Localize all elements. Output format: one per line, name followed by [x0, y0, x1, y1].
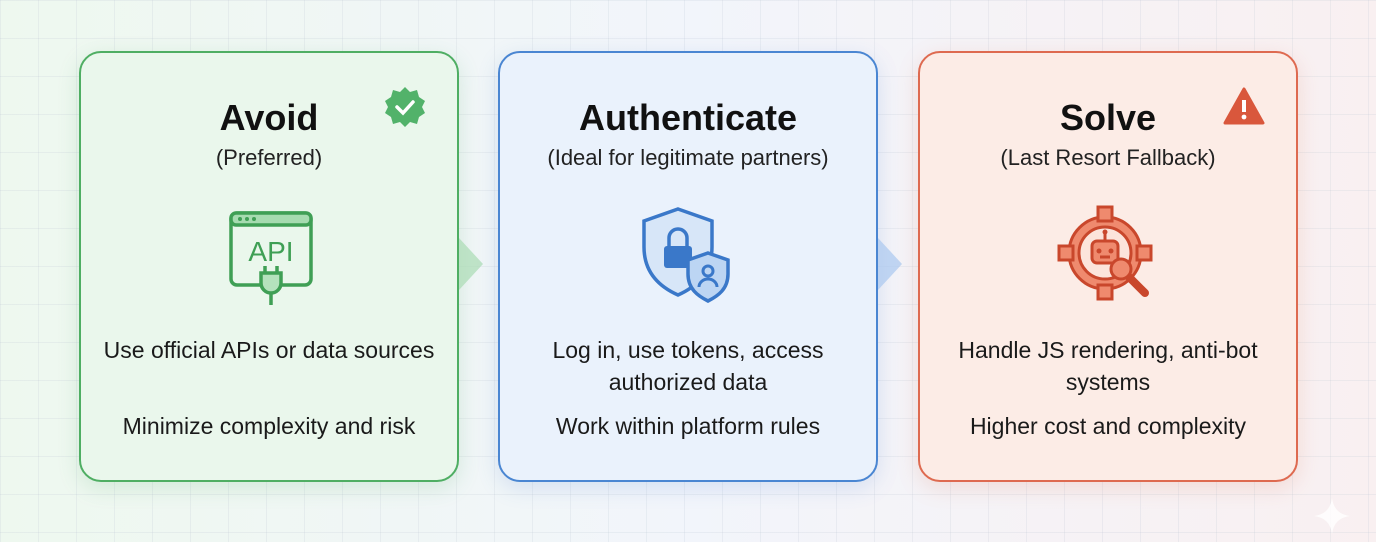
sparkle-icon — [1314, 498, 1350, 534]
card-subtitle: (Preferred) — [215, 145, 323, 170]
card-subtitle: (Ideal for legitimate partners) — [547, 145, 829, 170]
card-subtitle: (Last Resort Fallback) — [1000, 145, 1216, 170]
card-title: Avoid — [219, 97, 319, 138]
card-note: Work within platform rules — [555, 413, 821, 439]
check-badge-icon — [385, 87, 425, 127]
api-icon-text: API — [248, 236, 293, 267]
card-title: Authenticate — [578, 97, 798, 138]
card-description: Log in, use tokens, access authorized da… — [552, 337, 824, 395]
card-description: Use official APIs or data sources — [103, 337, 435, 363]
card-note: Minimize complexity and risk — [122, 413, 416, 439]
card-avoid: Avoid (Preferred) API Use official APIs … — [79, 51, 459, 482]
card-title: Solve — [1059, 97, 1157, 138]
arrow-right-icon — [878, 238, 902, 290]
api-plug-icon: API — [229, 211, 313, 305]
card-solve: Solve (Last Resort Fallback) Handle JS r… — [918, 51, 1298, 482]
card-authenticate: Authenticate (Ideal for legitimate partn… — [498, 51, 878, 482]
warning-icon — [1223, 87, 1265, 125]
card-note: Higher cost and complexity — [969, 413, 1247, 439]
shield-lock-user-icon — [642, 207, 730, 303]
arrow-right-icon — [459, 238, 483, 290]
gear-robot-wrench-icon — [1057, 205, 1153, 301]
card-description: Handle JS rendering, anti-bot systems — [958, 337, 1258, 395]
